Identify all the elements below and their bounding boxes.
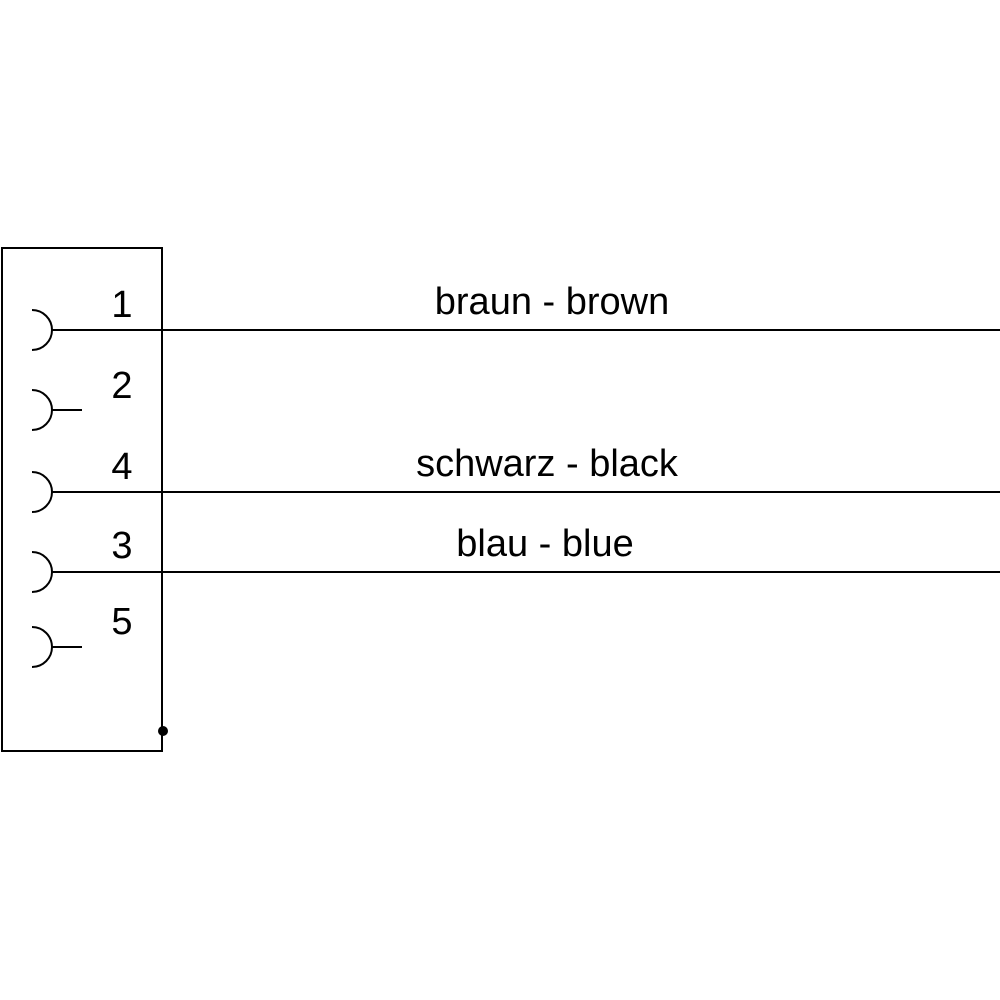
pin-2: 2 — [31, 365, 133, 431]
pin-number: 3 — [111, 525, 132, 567]
pin-5: 5 — [31, 601, 133, 668]
connector-housing — [1, 247, 163, 752]
wire-label: braun - brown — [435, 281, 669, 323]
pin-number: 4 — [111, 446, 132, 488]
pin-number: 5 — [111, 601, 132, 643]
pin-number: 2 — [111, 365, 132, 407]
socket-contact-icon — [31, 471, 53, 513]
pin-3: 3 blau - blue — [31, 523, 1000, 593]
pin-4: 4 schwarz - black — [31, 443, 1000, 513]
housing-corner-dot — [158, 726, 168, 736]
wire-label: blau - blue — [456, 523, 633, 565]
pin-1: 1 braun - brown — [31, 281, 1000, 351]
socket-contact-icon — [31, 551, 53, 593]
socket-contact-icon — [31, 309, 53, 351]
wire-label: schwarz - black — [416, 443, 679, 485]
pin-number: 1 — [111, 284, 132, 326]
socket-contact-icon — [31, 626, 53, 668]
socket-contact-icon — [31, 389, 53, 431]
